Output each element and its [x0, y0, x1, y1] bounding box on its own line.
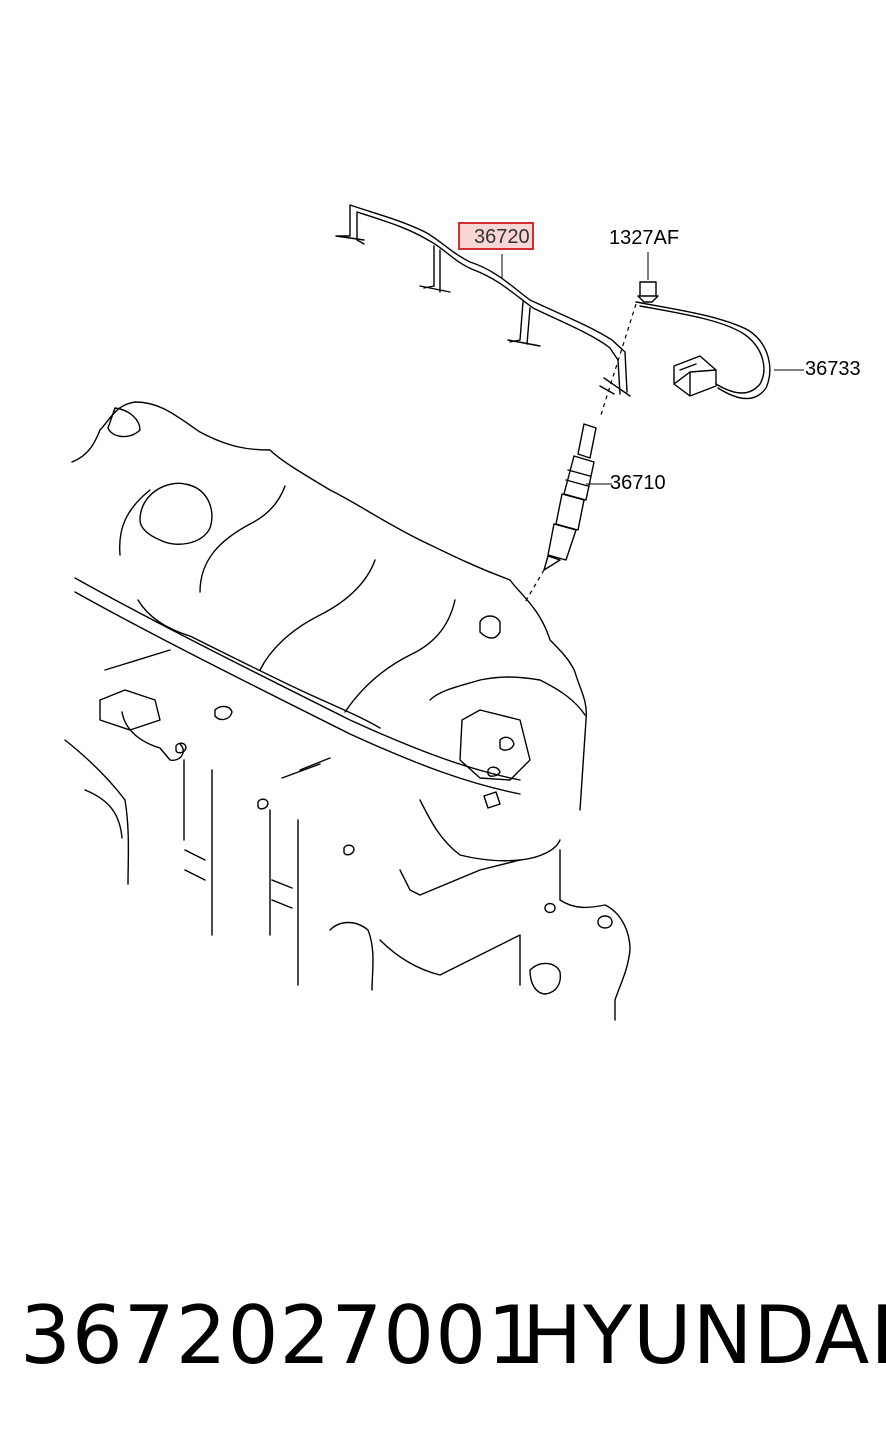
glow-plug-drawing — [523, 303, 637, 605]
connector-cable-drawing — [635, 301, 804, 400]
callout-nut[interactable]: 1327AF — [609, 227, 680, 249]
wiring-harness-drawing — [335, 204, 631, 397]
footer-part-number: 3672027001 — [20, 1289, 539, 1382]
engine-parts-diagram — [64, 204, 804, 1021]
nut-drawing — [637, 252, 659, 303]
engine-block-drawing — [64, 401, 631, 1021]
footer-brand-name: HYUNDAI — [522, 1289, 886, 1382]
callout-connector-cable[interactable]: 36733 — [805, 358, 861, 380]
callout-glow-plug[interactable]: 36710 — [610, 472, 666, 494]
callout-wiring-harness[interactable]: 36720 — [458, 222, 534, 250]
